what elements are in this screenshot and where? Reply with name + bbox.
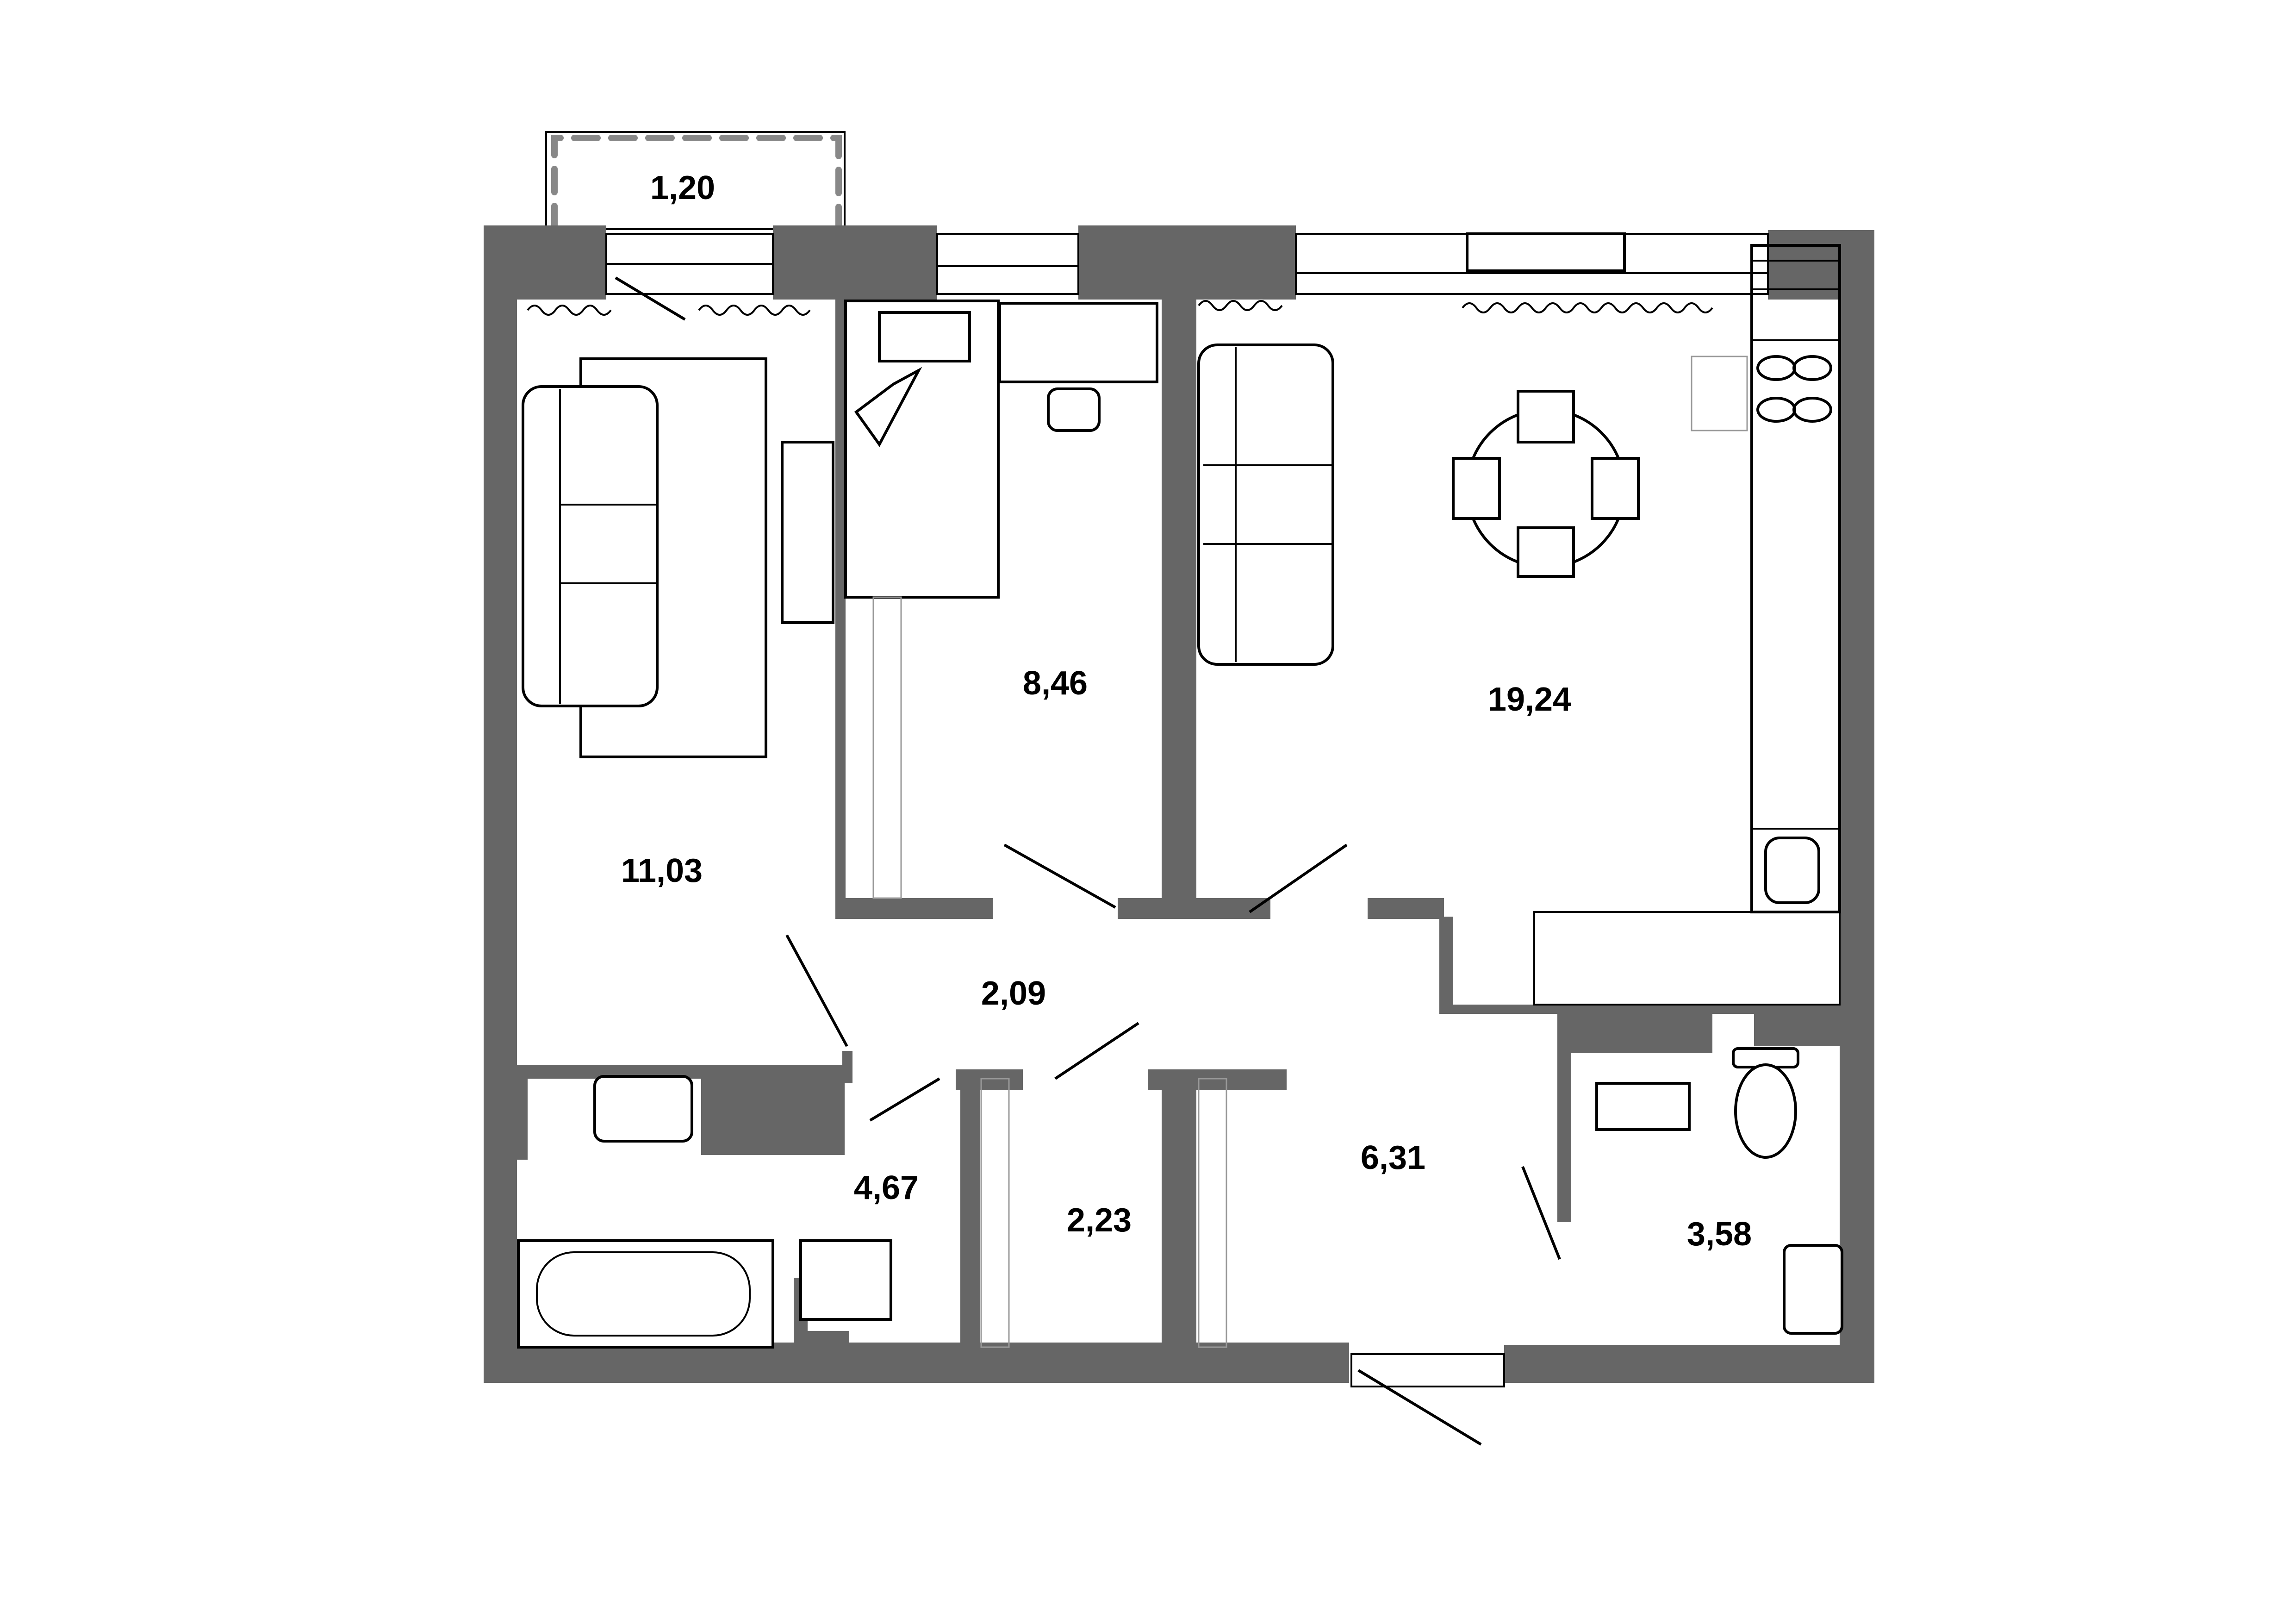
bathroom-area: 4,67 <box>854 1169 919 1206</box>
bedroom-area: 8,46 <box>1023 665 1088 702</box>
hall-small-area: 2,09 <box>981 975 1046 1012</box>
living-room-furniture <box>522 357 834 758</box>
walls <box>484 225 1874 1383</box>
bathroom-fixtures <box>517 1075 1227 1349</box>
wardrobe-area: 2,23 <box>1067 1202 1132 1239</box>
toilet-area: 3,58 <box>1687 1216 1752 1253</box>
windows <box>527 232 1769 321</box>
room-labels: 1,20 11,03 8,46 19,24 2,09 4,67 2,23 6,3… <box>621 169 1752 1253</box>
hallway-area: 6,31 <box>1361 1139 1425 1176</box>
balcony <box>545 131 846 232</box>
toilet-fixtures <box>1595 1047 1843 1335</box>
kitchen-living-area: 19,24 <box>1488 681 1571 718</box>
living-room-area: 11,03 <box>621 852 703 889</box>
balcony-area: 1,20 <box>650 169 715 206</box>
bedroom-furniture <box>844 300 1158 899</box>
doors <box>785 843 1561 1446</box>
kitchen-furniture <box>1197 244 1841 1006</box>
